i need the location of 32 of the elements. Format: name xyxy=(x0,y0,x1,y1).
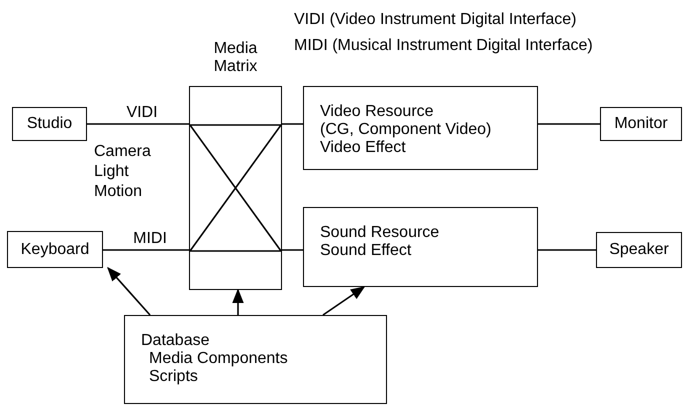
node-text: Speaker xyxy=(609,241,669,259)
node-text: Studio xyxy=(26,115,72,133)
node-text: Video Resource xyxy=(320,103,435,121)
connector-line xyxy=(538,249,596,251)
node-text: Database xyxy=(141,332,210,350)
node-text: Media Components xyxy=(148,350,289,368)
arrow xyxy=(107,266,151,316)
node-text: Keyboard xyxy=(20,240,90,258)
signal-list: Camera Light Motion xyxy=(94,142,156,202)
connector-line xyxy=(282,123,303,125)
node-heading: Media Matrix xyxy=(212,40,258,76)
device-box xyxy=(12,107,87,141)
node-text: Monitor xyxy=(614,115,668,133)
device-box xyxy=(596,232,682,268)
node-text: Video Effect xyxy=(320,139,407,157)
device-box xyxy=(600,107,682,141)
node-text: Sound Resource xyxy=(320,224,440,242)
connector-line xyxy=(538,123,600,125)
connector-line xyxy=(282,249,303,251)
node-text: (CG, Component Video) xyxy=(320,121,492,139)
note-text: MIDI (Musical Instrument Digital Interface) xyxy=(294,38,593,54)
connector-line xyxy=(103,249,189,251)
process-box xyxy=(303,86,538,170)
arrow xyxy=(322,286,366,316)
note-text: VIDI (Video Instrument Digital Interface) xyxy=(294,12,576,28)
connector-line xyxy=(87,123,189,125)
process-box xyxy=(303,207,538,287)
device-box xyxy=(7,231,103,268)
node-text: Scripts xyxy=(148,368,199,386)
process-box xyxy=(124,315,387,404)
arrow xyxy=(232,288,244,315)
node-text: Sound Effect xyxy=(320,242,412,260)
